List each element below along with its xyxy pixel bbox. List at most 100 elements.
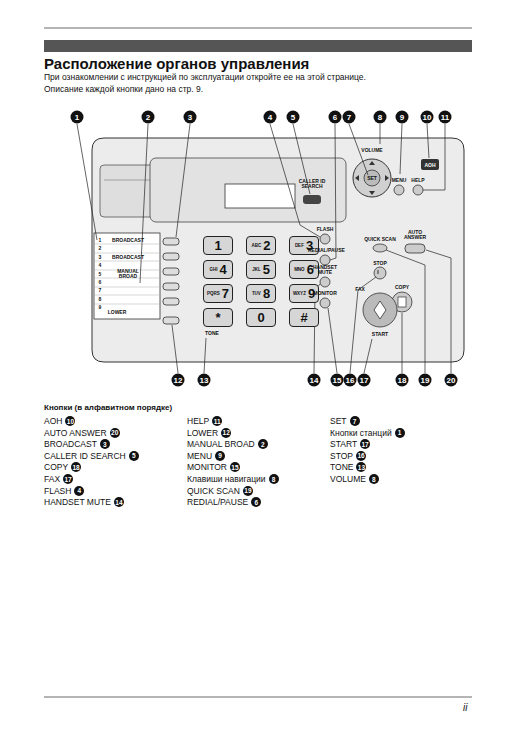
callout-number: 14 bbox=[114, 497, 124, 507]
callout-number: 7 bbox=[343, 111, 356, 124]
button-label: BROADCAST bbox=[112, 238, 144, 243]
key-text: JKL bbox=[252, 267, 261, 272]
keypad-key: PQRS7 bbox=[203, 284, 233, 303]
callout-number: 9 bbox=[396, 111, 409, 124]
key-text: GHI bbox=[209, 267, 217, 272]
callout-number: 18 bbox=[71, 462, 81, 472]
button-label: LOWER bbox=[108, 310, 127, 315]
callout-number: 15 bbox=[331, 374, 344, 387]
button-label: HELP bbox=[411, 178, 424, 183]
button-label: MENU bbox=[392, 178, 407, 183]
callout-number: 7 bbox=[350, 416, 360, 426]
aoh-box bbox=[421, 159, 439, 170]
callout-number: 17 bbox=[360, 439, 370, 449]
keypad-key: 1 bbox=[203, 236, 233, 255]
button-name: HANDSET MUTE bbox=[44, 497, 111, 507]
callout-number: 8 bbox=[269, 474, 279, 484]
callout-number: 16 bbox=[356, 451, 366, 461]
list-row: AUTO ANSWER20 bbox=[44, 428, 120, 438]
callout-number: 9 bbox=[215, 451, 225, 461]
button-name: AOH bbox=[44, 416, 62, 426]
list-row: FLASH4 bbox=[44, 486, 84, 496]
button-name: FLASH bbox=[44, 486, 71, 496]
intro-text: Описание каждой кнопки дано на стр. 9. bbox=[44, 84, 203, 94]
keypad-key: 0 bbox=[246, 308, 276, 327]
list-row: Клавиши навигации8 bbox=[187, 474, 279, 484]
station-buttons bbox=[163, 238, 179, 324]
list-row: MENU9 bbox=[187, 451, 225, 461]
button-label: VOLUME bbox=[361, 148, 382, 153]
callout-number: 1 bbox=[395, 428, 405, 438]
button-label: REDIAL/PAUSE bbox=[308, 248, 342, 253]
key-text: TUV bbox=[252, 291, 261, 296]
keypad-key: JKL5 bbox=[246, 260, 276, 279]
button-name: TONE bbox=[330, 462, 353, 472]
callout-number: 6 bbox=[329, 111, 342, 124]
button-label: 3 bbox=[99, 254, 102, 259]
callout-number: 19 bbox=[243, 486, 253, 496]
button-name: AUTO ANSWER bbox=[44, 428, 107, 438]
key-text: WXYZ bbox=[293, 291, 306, 296]
button-name: BROADCAST bbox=[44, 439, 97, 449]
list-row: HELP11 bbox=[187, 416, 222, 426]
button-label: AUTO ANSWER bbox=[398, 230, 432, 240]
header-rule bbox=[44, 28, 472, 29]
button-name: MANUAL BROAD bbox=[187, 439, 255, 449]
keypad-key: # bbox=[289, 308, 319, 327]
keypad-key: GHI4 bbox=[203, 260, 233, 279]
footer-rule bbox=[44, 697, 472, 698]
key-text: 5 bbox=[263, 262, 270, 277]
callout-number: 13 bbox=[198, 374, 211, 387]
keypad-key: * bbox=[203, 308, 233, 327]
help-button bbox=[413, 185, 423, 195]
list-row: CALLER ID SEARCH5 bbox=[44, 451, 139, 461]
callout-number: 6 bbox=[251, 497, 261, 507]
callout-number: 11 bbox=[212, 416, 222, 426]
callout-number: 12 bbox=[221, 428, 231, 438]
callout-number: 12 bbox=[172, 374, 185, 387]
leader-lines bbox=[77, 124, 451, 373]
callout-number: 19 bbox=[419, 374, 432, 387]
button-label: HANDSET MUTE bbox=[308, 265, 342, 275]
key-text: PQRS bbox=[207, 291, 220, 296]
button-label: START bbox=[372, 332, 388, 337]
keypad-key: TUV8 bbox=[246, 284, 276, 303]
key-text: MNO bbox=[294, 267, 305, 272]
button-label: TONE bbox=[205, 331, 219, 336]
button-label: CALLER ID SEARCH bbox=[295, 179, 329, 189]
button-label: MONITOR bbox=[313, 291, 337, 296]
key-text: 6 bbox=[307, 262, 314, 277]
header-bar bbox=[44, 40, 472, 52]
station-panel bbox=[94, 233, 160, 319]
button-label: STOP bbox=[373, 261, 387, 266]
callout-number: 15 bbox=[230, 462, 240, 472]
list-row: FAX17 bbox=[44, 474, 73, 484]
list-row: REDIAL/PAUSE6 bbox=[187, 497, 261, 507]
button-name: START bbox=[330, 439, 357, 449]
button-name: STOP bbox=[330, 451, 353, 461]
nav-ring bbox=[353, 159, 391, 197]
button-label: QUICK SCAN bbox=[364, 237, 396, 242]
list-row: START17 bbox=[330, 439, 370, 449]
callout-number: 3 bbox=[100, 439, 110, 449]
list-row: VOLUME8 bbox=[330, 474, 379, 484]
callout-number: 8 bbox=[374, 111, 387, 124]
button-label: BROADCAST bbox=[112, 254, 144, 259]
list-row: AOH10 bbox=[44, 416, 75, 426]
page-title: Расположение органов управления bbox=[44, 55, 309, 72]
callout-number: 20 bbox=[110, 428, 120, 438]
list-row: SET7 bbox=[330, 416, 360, 426]
intro-text: При ознакомлении с инструкцией по эксплу… bbox=[44, 72, 366, 82]
button-label: FLASH bbox=[317, 227, 334, 232]
button-label: FAX bbox=[355, 287, 365, 292]
callout-number: 3 bbox=[184, 111, 197, 124]
key-text: * bbox=[215, 310, 220, 325]
list-row: LOWER12 bbox=[187, 428, 231, 438]
callout-number: 20 bbox=[445, 374, 458, 387]
caller-id-button bbox=[303, 195, 321, 204]
key-text: 0 bbox=[257, 310, 264, 325]
list-row: MONITOR15 bbox=[187, 462, 240, 472]
button-name: MONITOR bbox=[187, 462, 227, 472]
callout-number: 17 bbox=[358, 374, 371, 387]
